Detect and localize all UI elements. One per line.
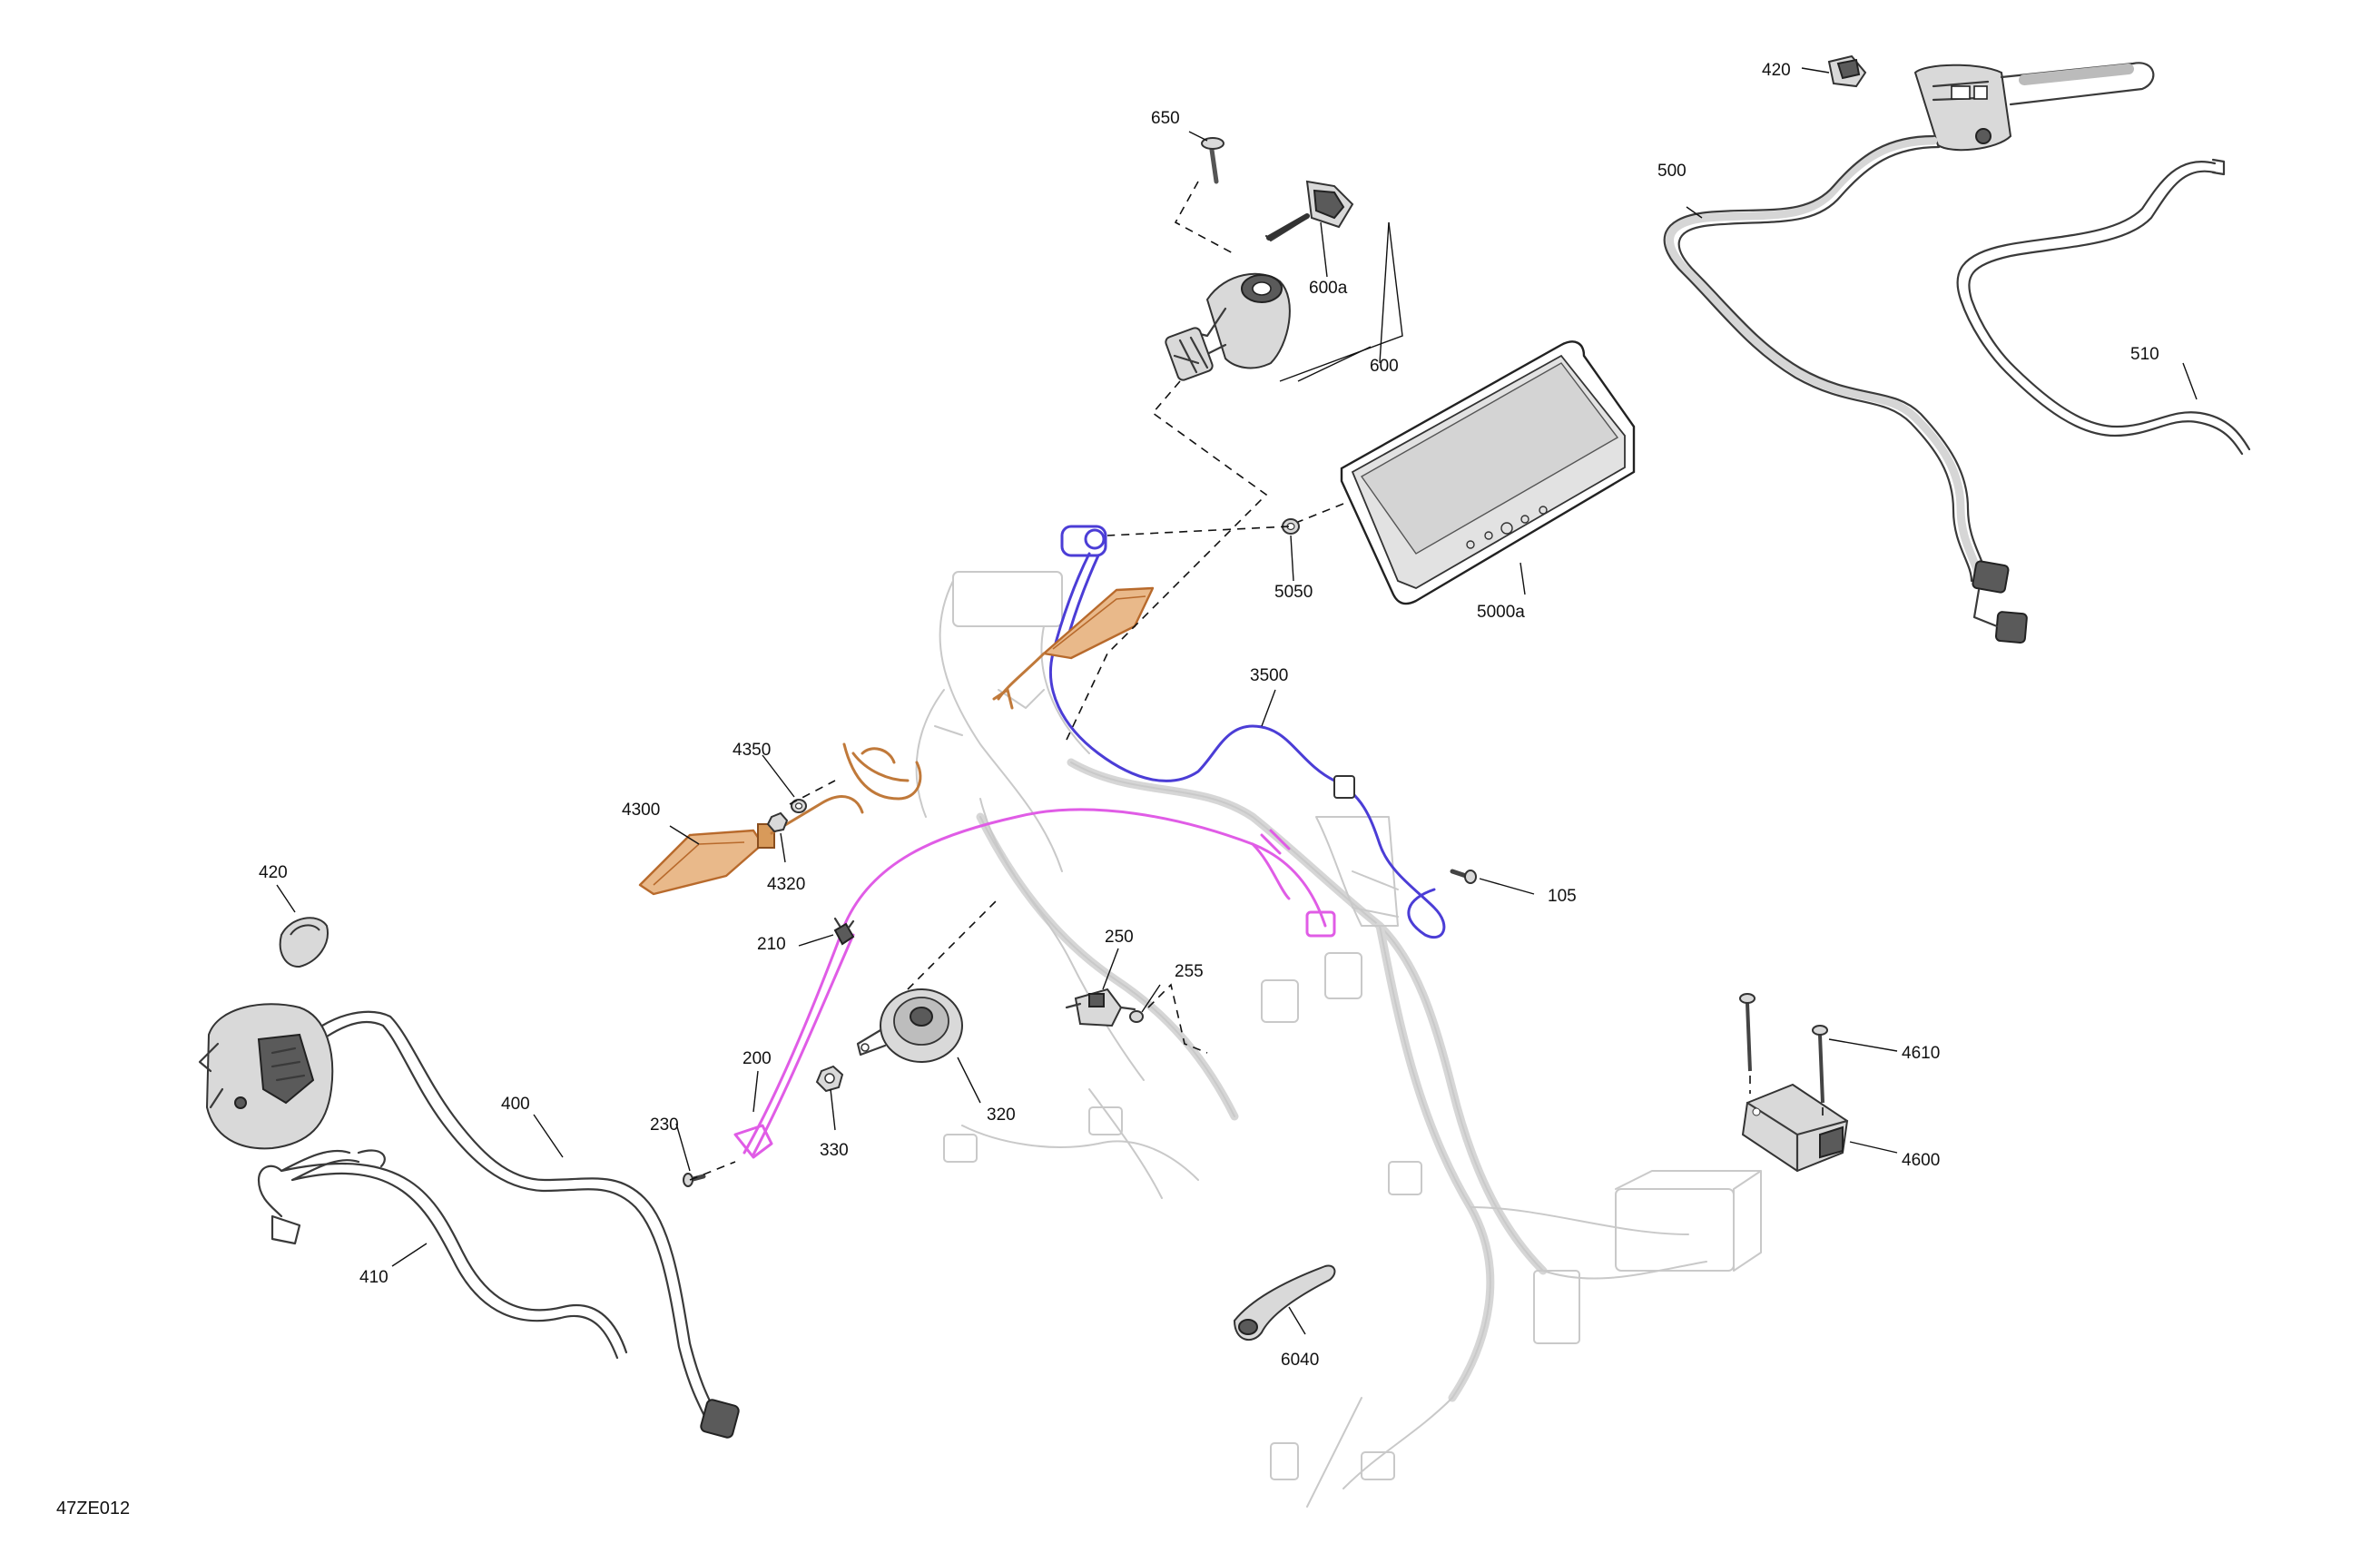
right-handlebar-switch-500 (1663, 62, 2155, 644)
callout-330: 330 (820, 1141, 849, 1160)
callout-230: 230 (650, 1115, 679, 1135)
screw-650 (1201, 137, 1224, 184)
callout-105: 105 (1548, 887, 1577, 906)
callout-650: 650 (1151, 109, 1180, 128)
left-handlebar-switch-400 (198, 1003, 334, 1150)
turn-signal-4300 (638, 742, 922, 896)
ignition-key-600a (1264, 180, 1354, 242)
figure-id: 47ZE012 (56, 1499, 130, 1518)
callout-4300: 4300 (622, 801, 660, 820)
callout-4320: 4320 (767, 875, 805, 894)
callout-4600: 4600 (1902, 1151, 1940, 1170)
callout-5000a: 5000a (1477, 603, 1525, 622)
callout-250: 250 (1105, 928, 1134, 947)
callout-600a: 600a (1309, 279, 1348, 298)
harness-400 (320, 1010, 740, 1439)
clip-210 (833, 917, 855, 946)
turn-signal-right (992, 586, 1155, 710)
assembly-lines (689, 181, 1824, 1181)
nut-330 (815, 1065, 844, 1093)
washer-5050 (1282, 518, 1300, 535)
clamp-6040 (1233, 1264, 1336, 1342)
callout-410: 410 (359, 1268, 388, 1287)
callout-5050: 5050 (1274, 583, 1313, 602)
screws-4610 (1739, 993, 1828, 1104)
harness-510 (1956, 158, 2251, 456)
callout-4610: 4610 (1902, 1044, 1940, 1063)
screw-105 (1450, 869, 1477, 884)
callout-200: 200 (743, 1049, 772, 1068)
harness-200 (733, 808, 1336, 1159)
washer-4350 (791, 799, 807, 813)
callout-255: 255 (1175, 962, 1204, 981)
screw-230 (683, 1173, 706, 1187)
control-module-4600 (1741, 1083, 1849, 1173)
horn-320 (856, 988, 963, 1063)
callout-3500: 3500 (1250, 666, 1288, 685)
callout-6040: 6040 (1281, 1351, 1319, 1370)
callout-510: 510 (2130, 345, 2159, 364)
callout-500: 500 (1657, 162, 1687, 181)
nut-4320 (766, 811, 789, 833)
washer-255 (1129, 1010, 1144, 1023)
callout-210: 210 (757, 935, 786, 954)
callout-labels: 420 650 500 600a 600 510 5050 5000a 3500… (56, 61, 2159, 1518)
harness-3500 (1048, 525, 1446, 939)
callout-420-right: 420 (1762, 61, 1791, 80)
sensor-250 (1065, 988, 1136, 1027)
callout-320: 320 (987, 1106, 1016, 1125)
ignition-switch-600 (1165, 272, 1291, 381)
callout-600: 600 (1370, 357, 1399, 376)
cap-420-left (279, 917, 329, 968)
callout-420-left: 420 (259, 863, 288, 882)
main-wiring-harness (915, 571, 1762, 1508)
instrument-display-5000a (1340, 340, 1636, 605)
harness-410 (257, 1149, 628, 1360)
callout-4350: 4350 (733, 741, 771, 760)
callout-400: 400 (501, 1095, 530, 1114)
leader-lines (276, 67, 2198, 1335)
cap-420-right (1827, 54, 1867, 88)
